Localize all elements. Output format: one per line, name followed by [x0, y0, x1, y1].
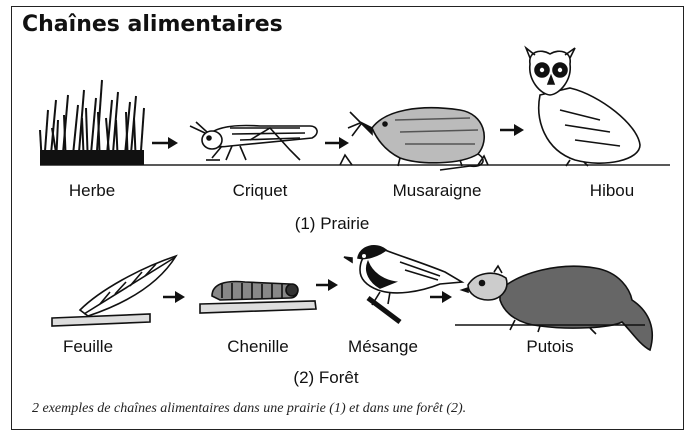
label-chenille: Chenille: [227, 337, 288, 357]
label-herbe: Herbe: [69, 181, 115, 201]
arrow-icon: [152, 137, 178, 149]
label-criquet: Criquet: [233, 181, 288, 201]
grasshopper-icon: [190, 122, 317, 160]
arrow-icon: [430, 291, 452, 303]
arrow-icon: [325, 137, 349, 149]
arrow-icon: [500, 124, 524, 136]
owl-icon: [526, 48, 640, 166]
leaf-icon: [52, 256, 176, 326]
tit-bird-icon: [344, 246, 462, 322]
arrow-icon: [316, 279, 338, 291]
label-hibou: Hibou: [590, 181, 634, 201]
figure-caption: 2 exemples de chaînes alimentaires dans …: [32, 401, 466, 417]
shrew-icon: [340, 108, 488, 170]
arrow-icon: [163, 291, 185, 303]
chain1-caption: (1) Prairie: [295, 214, 370, 234]
grass-icon: [40, 80, 144, 165]
label-mesange: Mésange: [348, 337, 418, 357]
label-putois: Putois: [526, 337, 573, 357]
label-musaraigne: Musaraigne: [393, 181, 482, 201]
chain2-caption: (2) Forêt: [293, 368, 358, 388]
caterpillar-icon: [200, 282, 316, 313]
label-feuille: Feuille: [63, 337, 113, 357]
